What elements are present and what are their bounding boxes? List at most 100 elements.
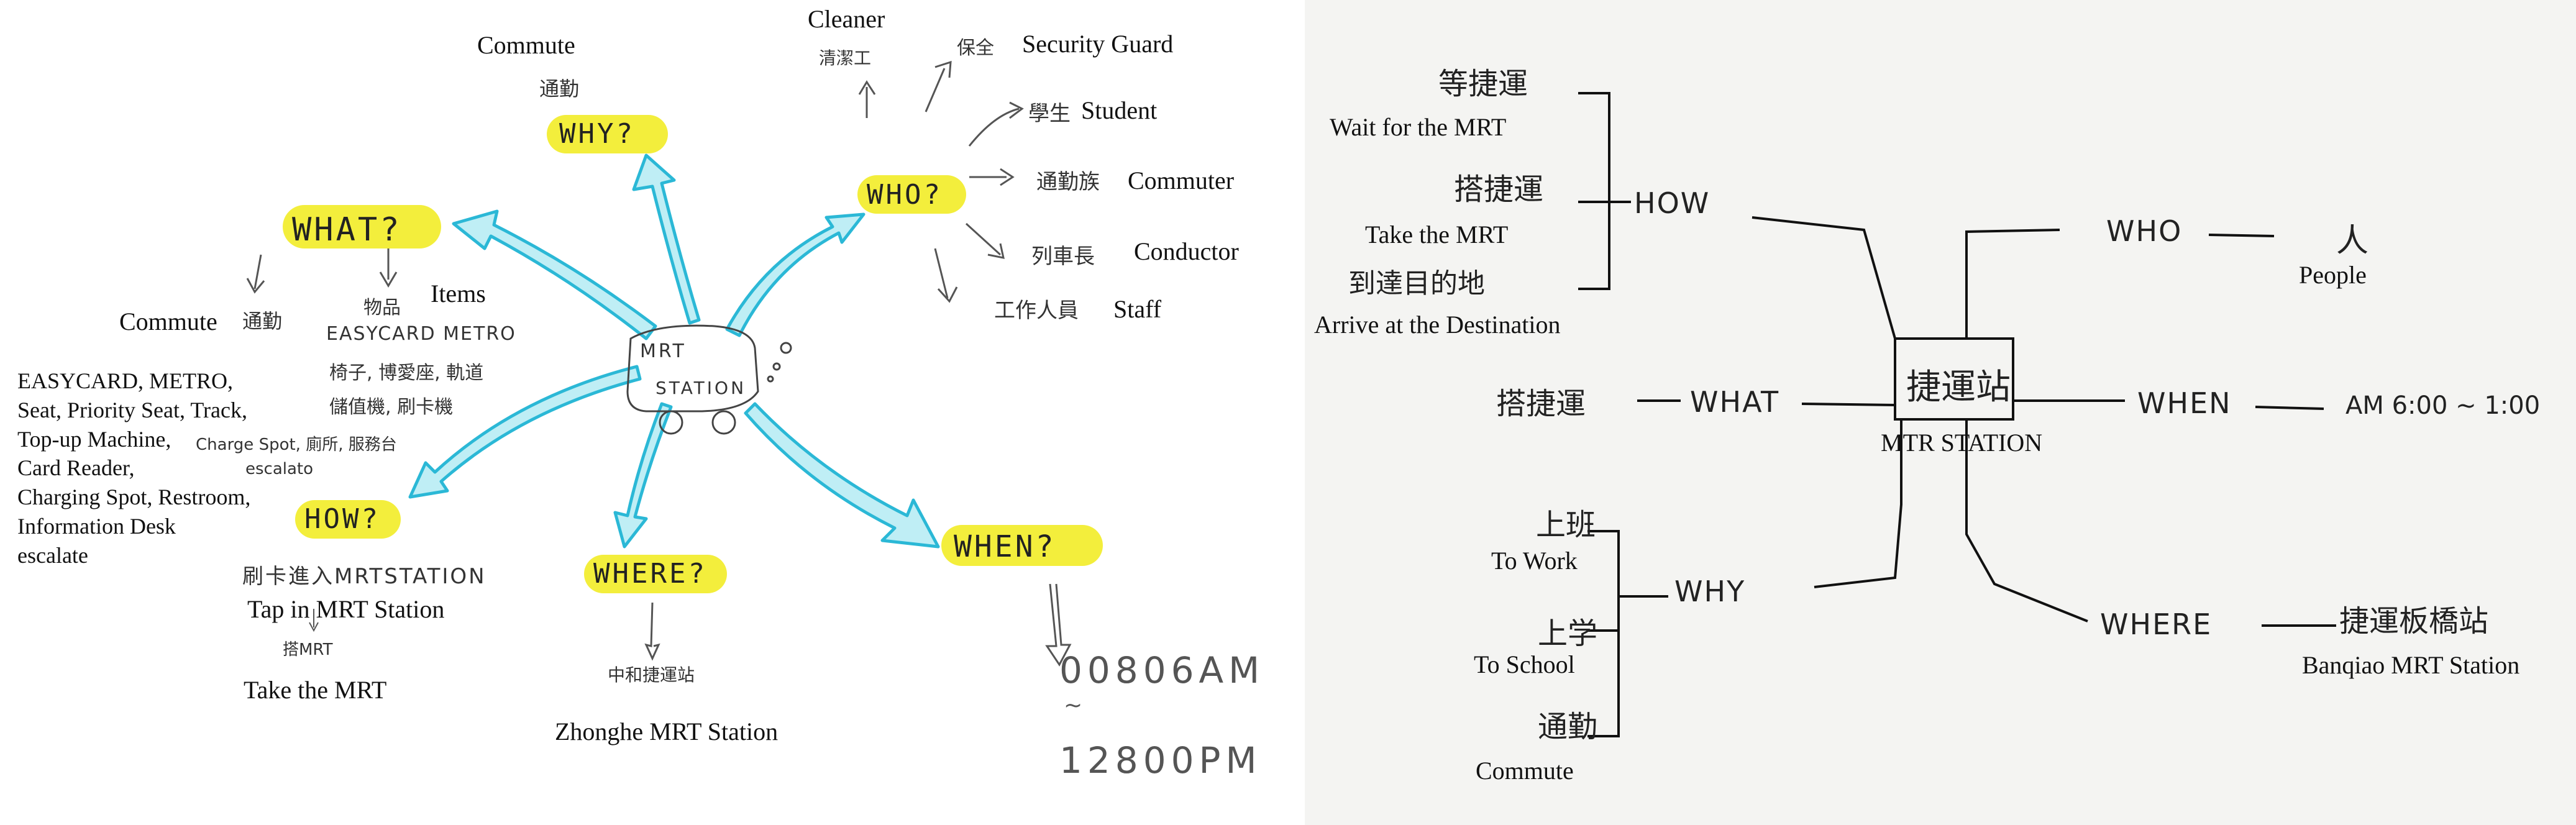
how-word: HOW (1634, 186, 1710, 220)
when-down-arrow (1045, 583, 1072, 667)
when-time-start: 00806AM (1059, 649, 1265, 691)
how-highlight (295, 500, 401, 539)
how-label-3: Arrive at the Destination (1314, 311, 1561, 339)
who-staff-arrow (934, 248, 958, 303)
why-highlight (547, 115, 668, 153)
what-list-item: escalate (17, 542, 88, 568)
why-label: Commute (477, 31, 575, 59)
how-hand-3: 到達目的地 (1348, 268, 1485, 299)
what-items-hand: 物品 (363, 297, 401, 319)
how-label-1: Wait for the MRT (1330, 113, 1507, 141)
who-staff-hand: 工作人員 (994, 298, 1079, 323)
who-student-hand: 學生 (1028, 101, 1071, 126)
what-hand: 搭捷運 (1496, 386, 1586, 421)
station-sketch (626, 324, 792, 435)
why-hand-3: 通勤 (1538, 709, 1598, 744)
who-student-arrow (968, 101, 1024, 147)
what-highlight (283, 205, 441, 248)
left-arrows-layer (246, 60, 1072, 667)
who-line-right (2208, 234, 2275, 237)
who-conductor-hand: 列車長 (1031, 244, 1095, 269)
how-label-2: Take the MRT (1365, 221, 1509, 248)
how-question: HOW? (304, 503, 380, 535)
where-hand: 捷運板橋站 (2339, 604, 2489, 639)
who-commuter-label: Commuter (1128, 166, 1235, 194)
why-hand-1: 上班 (1536, 508, 1596, 542)
who-highlight (857, 175, 966, 214)
who-commuter-hand: 通勤族 (1036, 170, 1100, 194)
who-up-arrow (858, 80, 876, 118)
where-line (1965, 419, 2088, 622)
when-highlight (941, 525, 1103, 566)
who-cleaner-label: Cleaner (808, 5, 885, 33)
who-upright-arrow (925, 60, 952, 112)
why-question: WHY? (559, 118, 635, 150)
why-bracket (1587, 530, 1668, 737)
right-lines-layer (1578, 92, 2336, 737)
what-list-item: Seat, Priority Seat, Track, (17, 397, 247, 422)
where-down-arrow (644, 602, 660, 661)
what-line-right (1801, 403, 1896, 406)
what-items-label: Items (431, 280, 486, 308)
when-word: WHEN (2137, 386, 2232, 420)
when-tilde: ~ (1064, 693, 1083, 718)
what-hand-list2: 椅子, 博愛座, 軌道 (329, 362, 484, 384)
what-list-item: Information Desk (17, 513, 176, 539)
where-word: WHERE (2100, 608, 2213, 641)
why-label-3: Commute (1476, 757, 1574, 785)
center-box (1894, 337, 2014, 421)
what-left-arrow (246, 254, 265, 294)
what-question: WHAT? (292, 211, 402, 248)
why-label-2: To School (1474, 650, 1575, 678)
who-question: WHO? (867, 179, 943, 211)
where-question: WHERE? (593, 558, 707, 590)
center-label-line2: STATION (655, 378, 747, 398)
who-student-label: Student (1081, 96, 1158, 124)
how-down-arrow (309, 609, 319, 632)
how-take-label: Take the MRT (244, 676, 387, 704)
how-hand-2: 搭捷運 (1454, 172, 1544, 207)
arrow-to-what (452, 209, 657, 340)
who-guard-hand: 保全 (957, 37, 994, 59)
how-bracket (1578, 92, 1631, 290)
who-guard-label: Security Guard (1022, 30, 1174, 58)
how-hand-take: 搭MRT (283, 640, 333, 659)
what-commute-hand: 通勤 (242, 309, 283, 333)
center-label-line1: MRT (640, 340, 687, 362)
how-hand-1: 等捷運 (1438, 66, 1528, 101)
what-down-arrow (379, 245, 398, 288)
right-tree-diagram-panel: 捷運站 MTR STATION 等捷運 Wait for the MRT 搭捷運… (1305, 0, 2576, 825)
when-time: AM 6:00 ~ 1:00 (2345, 391, 2541, 420)
who-conductor-label: Conductor (1134, 237, 1239, 265)
why-hand-2: 上学 (1538, 616, 1598, 651)
what-hand-list4: Charge Spot, 廁所, 服務台 (196, 435, 397, 454)
who-word: WHO (2106, 214, 2183, 248)
how-to-center (1752, 216, 1896, 339)
who-hand: 人 (2336, 222, 2369, 260)
who-cleaner-hand: 清潔工 (819, 48, 872, 68)
what-commute-label: Commute (119, 308, 217, 335)
what-hand-list3: 儲值機, 刷卡機 (329, 396, 454, 418)
arrow-to-why (632, 153, 701, 325)
what-list-item: Card Reader, (17, 455, 135, 481)
who-commuter-arrow (969, 168, 1015, 186)
what-list-item: EASYCARD, METRO, (17, 368, 234, 393)
what-hand-list5: escalato (245, 460, 314, 478)
why-label-1: To Work (1491, 547, 1578, 575)
what-word: WHAT (1690, 385, 1780, 419)
what-list-item: Charging Spot, Restroom, (17, 485, 251, 510)
what-english-list: EASYCARD, METRO, Seat, Priority Seat, Tr… (17, 367, 250, 570)
where-label: Banqiao MRT Station (2302, 651, 2520, 679)
what-list-item: Top-up Machine, (17, 426, 171, 452)
how-hand-tap: 刷卡進入MRTSTATION (242, 564, 486, 589)
who-conductor-arrow (965, 222, 1005, 259)
who-label: People (2299, 261, 2367, 289)
where-hand: 中和捷運站 (608, 665, 695, 685)
where-highlight (584, 555, 727, 593)
when-line-right (2255, 406, 2324, 410)
left-mind-map-panel: MRT STATION Commute 通勤 WHY? Cleaner 清潔工 … (17, 5, 1265, 782)
arrow-to-where (613, 402, 673, 549)
center-label: MTR STATION (1881, 429, 2043, 457)
why-hand: 通勤 (539, 77, 580, 101)
arrow-to-who (725, 212, 866, 337)
